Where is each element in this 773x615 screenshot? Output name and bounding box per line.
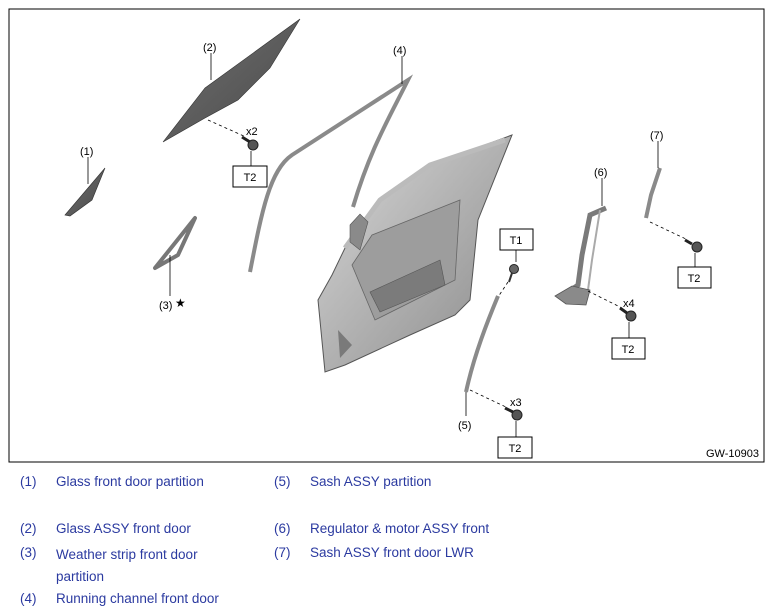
legend-number: (4) (20, 591, 37, 606)
dash-sash-bolt (469, 389, 509, 409)
bolt-icon (241, 135, 259, 151)
legend-number: (3) (20, 545, 37, 560)
legend-label: Sash ASSY partition (310, 474, 432, 489)
legend-label: Sash ASSY front door LWR (310, 545, 474, 560)
callout-2: (2) (203, 42, 216, 54)
dash-lwr-bolt (649, 221, 689, 241)
glass-bolt-quantity: x2 (246, 126, 258, 138)
legend-number: (7) (274, 545, 291, 560)
screw-icon (508, 264, 519, 283)
legend-label: Regulator & motor ASSY front (310, 521, 490, 536)
callout-7: (7) (650, 130, 663, 142)
figure-id: GW-10903 (706, 448, 759, 460)
dash-regulator-bolt (587, 290, 623, 309)
callout-5: (5) (458, 420, 471, 432)
callout-3: (3) (159, 300, 172, 312)
torque-tag-t2-lwr: T2 (688, 273, 701, 285)
weather-strip-front-door-partition (153, 216, 197, 270)
glass-assy-front-door (162, 18, 301, 143)
dash-glass-bolt (207, 119, 247, 138)
torque-tag-t2-regulator: T2 (622, 344, 635, 356)
legend-label: Glass ASSY front door (56, 521, 191, 536)
sash-bolt-quantity: x3 (510, 397, 522, 409)
torque-tag-box (677, 266, 712, 289)
legend-label: Running channel front door (56, 591, 219, 606)
legend-number: (2) (20, 521, 37, 536)
torque-tag-box (499, 228, 534, 251)
callout-4: (4) (393, 45, 406, 57)
callout-1: (1) (80, 146, 93, 158)
running-channel-front-door (248, 74, 414, 273)
torque-tag-t2-glass: T2 (244, 172, 257, 184)
star-mark: ★ (175, 296, 186, 310)
parts-legend: (1) Glass front door partition (2) Glass… (0, 470, 773, 615)
sash-assy-partition (464, 295, 500, 393)
torque-tag-box (232, 165, 268, 188)
regulator-bolt-quantity: x4 (623, 298, 635, 310)
legend-label: Glass front door partition (56, 474, 204, 489)
door-panel (317, 134, 513, 373)
exploded-parts-diagram: (1) (2) x2 T2 (3) ★ (4) T1 x3 (8, 8, 765, 463)
legend-label: Weather strip front door partition (56, 547, 198, 584)
bolt-icon (684, 238, 703, 253)
torque-tag-t1-sash: T1 (510, 235, 523, 247)
torque-tag-box (611, 337, 646, 360)
glass-front-door-partition (64, 167, 106, 217)
legend-number: (5) (274, 474, 291, 489)
regulator-motor-assy-front (554, 205, 608, 306)
torque-tag-box (497, 436, 533, 459)
legend-number: (6) (274, 521, 291, 536)
callout-6: (6) (594, 167, 607, 179)
legend-number: (1) (20, 474, 37, 489)
sash-assy-front-door-lwr (644, 167, 662, 219)
bolt-icon (619, 306, 637, 322)
bolt-icon (504, 406, 523, 421)
torque-tag-t2-sash: T2 (509, 443, 522, 455)
